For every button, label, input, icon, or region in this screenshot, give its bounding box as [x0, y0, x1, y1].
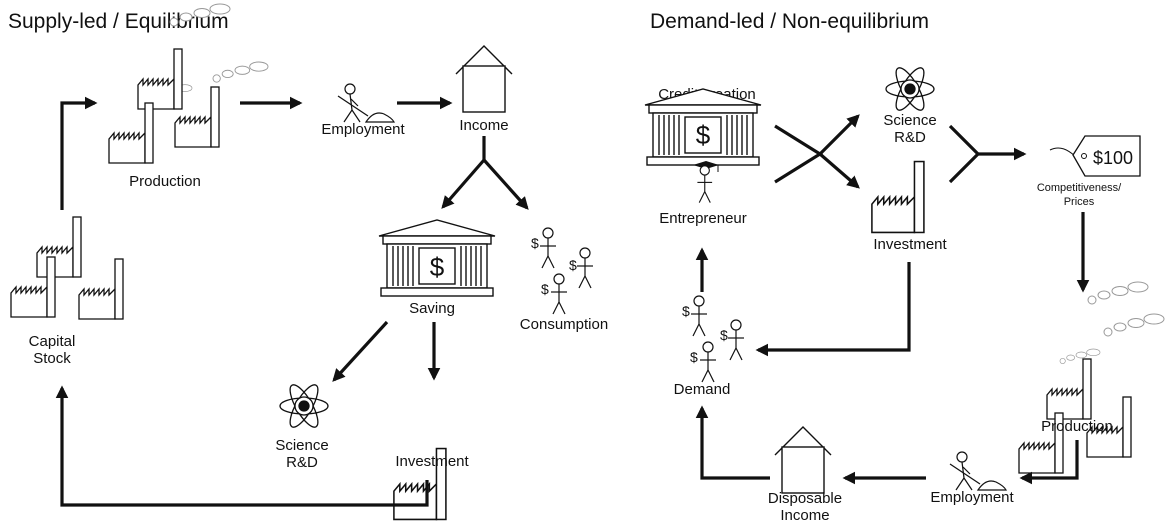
right-disposable-label-2: Income	[780, 507, 829, 524]
left-investment-label: Investment	[395, 453, 469, 470]
right-production-factories-icon	[1018, 281, 1165, 474]
right-bank-icon: $	[644, 88, 762, 166]
left-bank-icon: $	[378, 219, 496, 297]
left-consumers-icon: $ $ $	[531, 227, 594, 315]
right-investment-factory-icon	[871, 160, 925, 234]
arrow-saving-to-science	[332, 320, 389, 382]
right-competitiveness-label-1: Competitiveness/	[1037, 182, 1122, 194]
right-worker-icon	[949, 451, 1007, 491]
arrow-income-to-consumption	[482, 158, 529, 210]
price-tag-value: $100	[1093, 148, 1133, 168]
left-title: Supply-led / Equilibrium	[8, 10, 229, 33]
left-science-label-1: Science	[275, 437, 328, 454]
right-demand-label: Demand	[674, 381, 731, 398]
arrow-investment-to-capital	[55, 385, 429, 507]
right-arrows	[695, 114, 1090, 485]
left-house-icon	[455, 45, 513, 113]
left-worker-icon	[337, 83, 395, 123]
right-entrepreneur-label: Entrepreneur	[659, 210, 747, 227]
arrow-to-investment	[818, 152, 860, 189]
price-tag-icon: $100	[1049, 135, 1141, 177]
left-capital-label-1: Capital	[29, 333, 76, 350]
left-arrows	[55, 96, 529, 507]
right-science-label-1: Science	[883, 112, 936, 129]
right-competitiveness-label-2: Prices	[1064, 196, 1095, 208]
right-disposable-label-1: Disposable	[768, 490, 842, 507]
left-capital-factories-icon	[10, 216, 124, 320]
left-saving-label: Saving	[409, 300, 455, 317]
svg-text:$: $	[531, 235, 539, 251]
left-atom-icon	[279, 380, 329, 432]
arrow-income-to-demand	[695, 405, 770, 480]
left-consumption-label: Consumption	[520, 316, 608, 333]
right-employment-label: Employment	[930, 489, 1014, 506]
right-consumers-icon: $ $ $	[682, 295, 745, 383]
arrow-capital-to-production	[60, 96, 98, 210]
svg-text:$: $	[690, 349, 698, 365]
svg-text:$: $	[682, 303, 690, 319]
right-title: Demand-led / Non-equilibrium	[650, 10, 929, 33]
left-production-label: Production	[129, 173, 201, 190]
arrow-production-to-employment	[1019, 440, 1079, 485]
left-capital-label-2: Stock	[33, 350, 71, 367]
arrow-income-to-saving	[441, 158, 486, 209]
right-science-label-2: R&D	[894, 129, 926, 146]
svg-text:$: $	[541, 281, 549, 297]
left-income-label: Income	[459, 117, 508, 134]
arrow-credit-entrepreneur-merge	[774, 124, 824, 184]
svg-text:$: $	[720, 327, 728, 343]
left-science-label-2: R&D	[286, 454, 318, 471]
arrow-investment-to-demand	[755, 262, 911, 357]
right-atom-icon	[885, 63, 935, 115]
arrow-science-investment-merge	[948, 124, 981, 184]
left-employment-label: Employment	[321, 121, 405, 138]
right-entrepreneur-icon	[693, 161, 719, 204]
right-investment-label: Investment	[873, 236, 947, 253]
right-production-label: Production	[1041, 418, 1113, 435]
svg-text:$: $	[569, 257, 577, 273]
left-bank-dollar: $	[430, 252, 445, 282]
right-bank-dollar: $	[696, 120, 711, 150]
right-house-icon	[774, 426, 832, 494]
arrow-to-science	[818, 114, 860, 156]
